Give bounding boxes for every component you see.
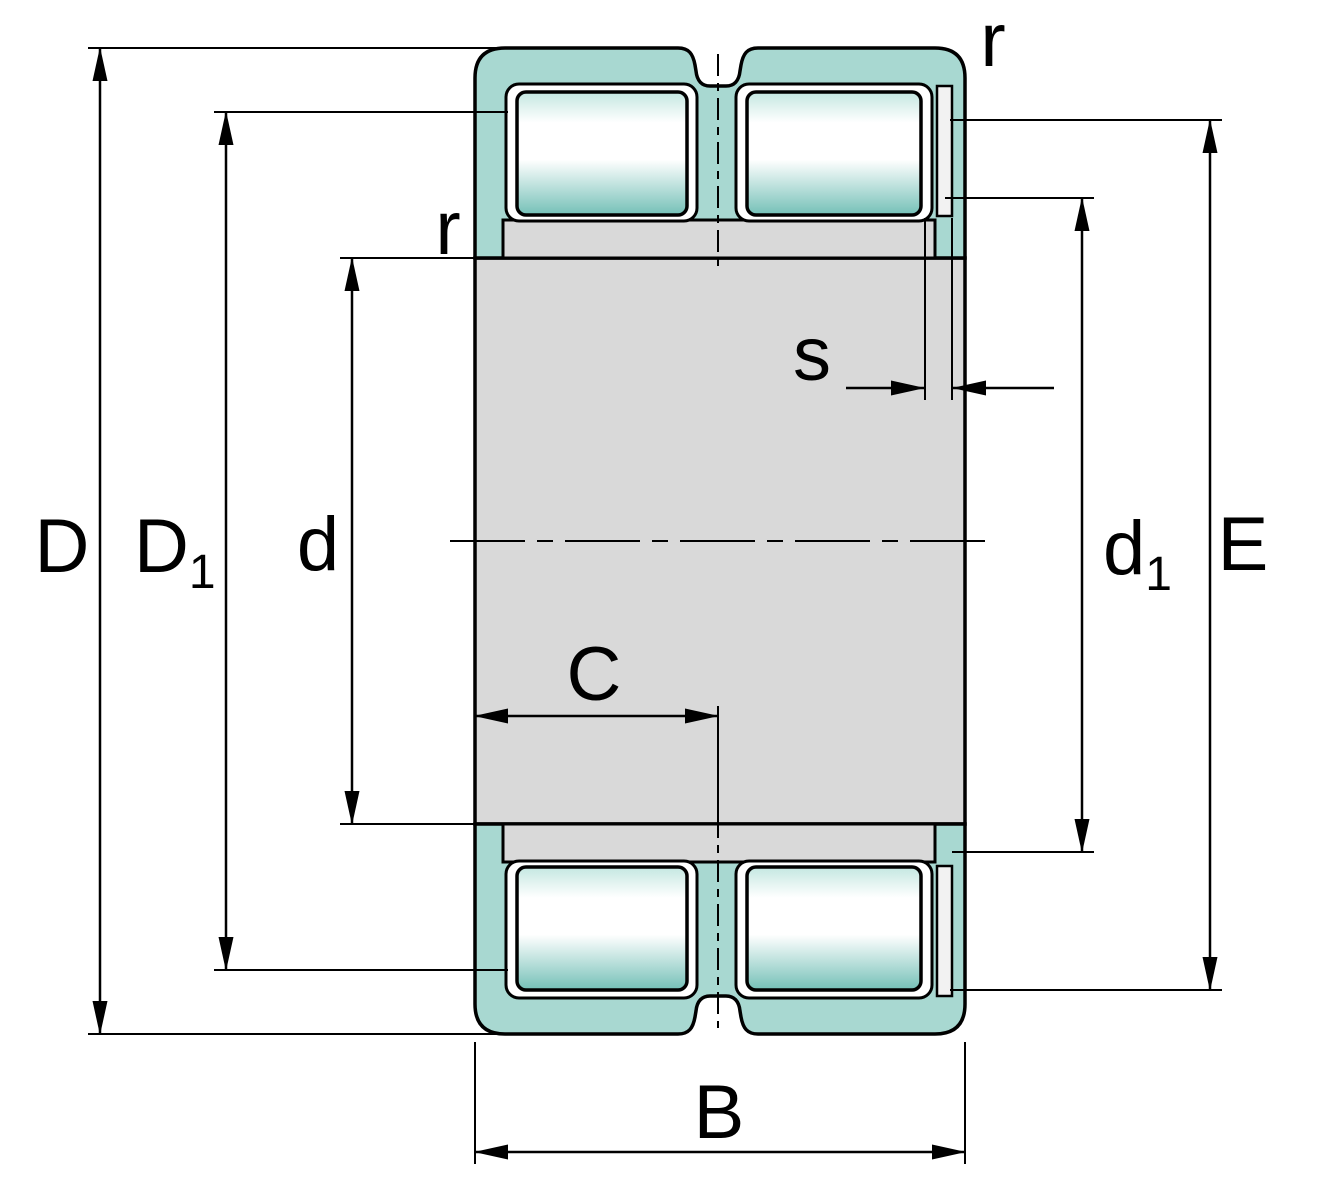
dimension-D: D [35,47,496,1035]
dim-d1-label: d1 [1103,506,1172,601]
fillet-r-left-label: r [435,186,460,271]
roller-bottom-left [515,865,689,992]
dimension-D1: D1 [134,111,508,971]
retaining-ring-bottom [935,864,954,998]
roller-top-left [515,90,689,217]
dim-D-label: D [35,504,90,589]
dimension-s: s [793,218,1054,400]
dim-D1-label: D1 [134,504,216,599]
roller-top-right [745,90,923,217]
fillet-r-right-label: r [980,0,1005,83]
dimension-d1: d1 [945,197,1172,853]
dimension-E: E [950,119,1269,991]
dimension-B: B [474,1042,966,1164]
roller-bottom-right [745,865,923,992]
dim-B-label: B [694,1070,745,1155]
centerlines [450,54,990,1028]
dim-E-label: E [1218,502,1269,587]
dimension-r-right: r [980,0,1005,83]
dim-d-label: d [297,502,339,587]
retaining-ring-top [935,84,954,218]
dimension-C: C [474,632,719,826]
dimensions: D D1 d r d1 [35,0,1269,1164]
dim-s-label: s [793,312,831,397]
dim-C-label: C [567,632,622,717]
dimension-d: d r [297,186,474,825]
